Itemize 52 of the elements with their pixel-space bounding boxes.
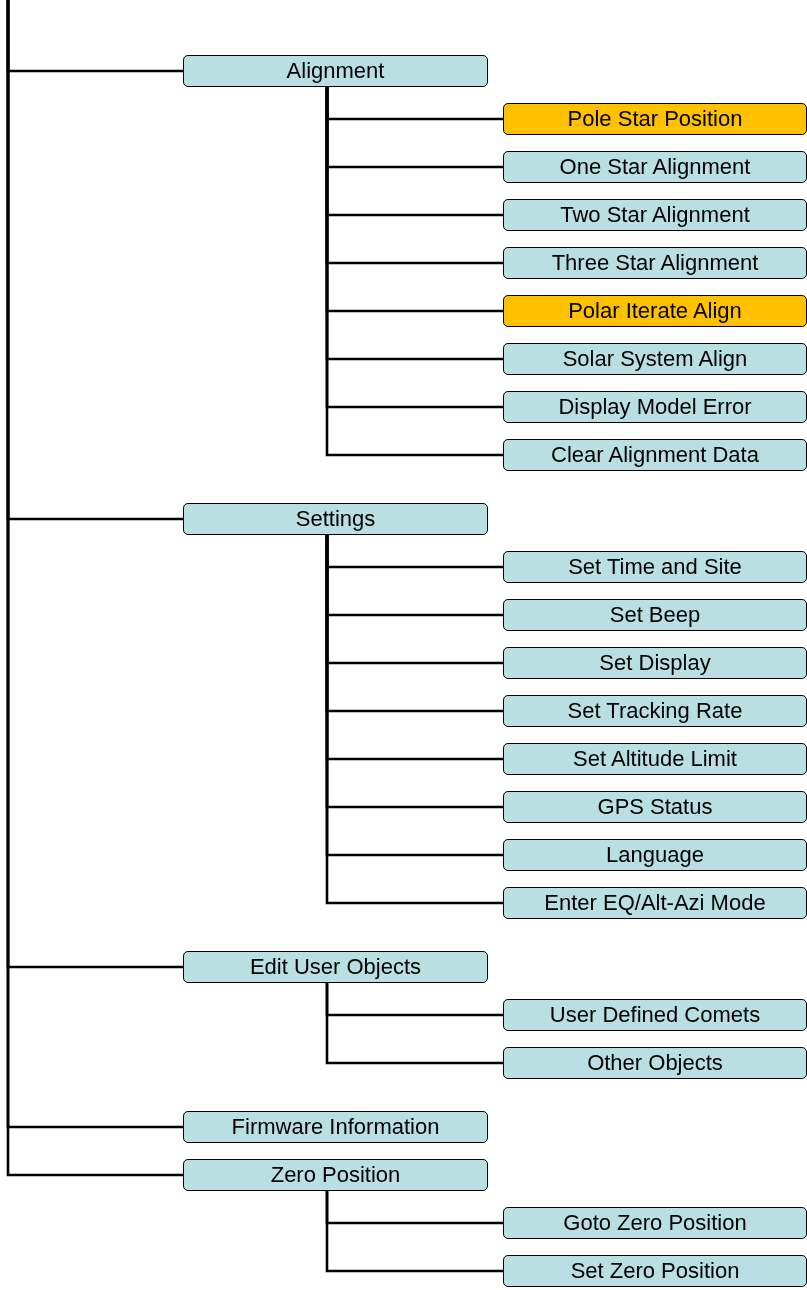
menu-label: Edit User Objects bbox=[249, 956, 422, 978]
menu-box bbox=[503, 1047, 807, 1079]
menu-label: Set Beep bbox=[609, 604, 701, 626]
menu-box bbox=[503, 1255, 807, 1287]
menu-box bbox=[503, 999, 807, 1031]
menu-box bbox=[503, 343, 807, 375]
menu-box bbox=[183, 55, 488, 87]
menu-box bbox=[503, 887, 807, 919]
menu-box bbox=[503, 295, 807, 327]
menu-label: Language bbox=[606, 844, 704, 866]
menu-label: Zero Position bbox=[270, 1164, 401, 1186]
menu-label: Three Star Alignment bbox=[551, 252, 759, 274]
menu-label: Goto Zero Position bbox=[563, 1212, 747, 1234]
menu-label: Set Zero Position bbox=[570, 1260, 740, 1282]
menu-box bbox=[503, 647, 807, 679]
menu-label: Enter EQ/Alt-Azi Mode bbox=[544, 892, 766, 914]
menu-box bbox=[503, 599, 807, 631]
menu-box bbox=[503, 103, 807, 135]
menu-label: Other Objects bbox=[587, 1052, 723, 1074]
menu-label: Set Altitude Limit bbox=[573, 748, 737, 770]
menu-box bbox=[503, 743, 807, 775]
menu-box bbox=[183, 1111, 488, 1143]
menu-label: Solar System Align bbox=[562, 348, 748, 370]
menu-label: Polar Iterate Align bbox=[568, 300, 742, 322]
menu-box bbox=[503, 551, 807, 583]
menu-box bbox=[503, 199, 807, 231]
connector-line bbox=[325, 1191, 503, 1273]
menu-label: One Star Alignment bbox=[559, 156, 751, 178]
menu-box bbox=[503, 247, 807, 279]
menu-box bbox=[503, 839, 807, 871]
menu-label: Display Model Error bbox=[558, 396, 752, 418]
menu-label: Set Display bbox=[599, 652, 711, 674]
menu-label: Firmware Information bbox=[231, 1116, 440, 1138]
menu-box bbox=[183, 951, 488, 983]
menu-box bbox=[503, 695, 807, 727]
menu-box bbox=[503, 151, 807, 183]
menu-label: User Defined Comets bbox=[549, 1004, 761, 1026]
menu-label: Set Time and Site bbox=[568, 556, 742, 578]
menu-box bbox=[503, 391, 807, 423]
menu-box bbox=[183, 1159, 488, 1191]
menu-label: Clear Alignment Data bbox=[551, 444, 759, 466]
connector-line bbox=[325, 983, 503, 1065]
menu-label: Two Star Alignment bbox=[560, 204, 750, 226]
menu-box bbox=[183, 503, 488, 535]
menu-label: Set Tracking Rate bbox=[567, 700, 743, 722]
menu-box bbox=[503, 439, 807, 471]
menu-label: Settings bbox=[295, 508, 376, 530]
menu-box bbox=[503, 1207, 807, 1239]
menu-box bbox=[503, 791, 807, 823]
menu-label: GPS Status bbox=[597, 796, 713, 818]
menu-label: Alignment bbox=[286, 60, 385, 82]
menu-label: Pole Star Position bbox=[567, 108, 743, 130]
